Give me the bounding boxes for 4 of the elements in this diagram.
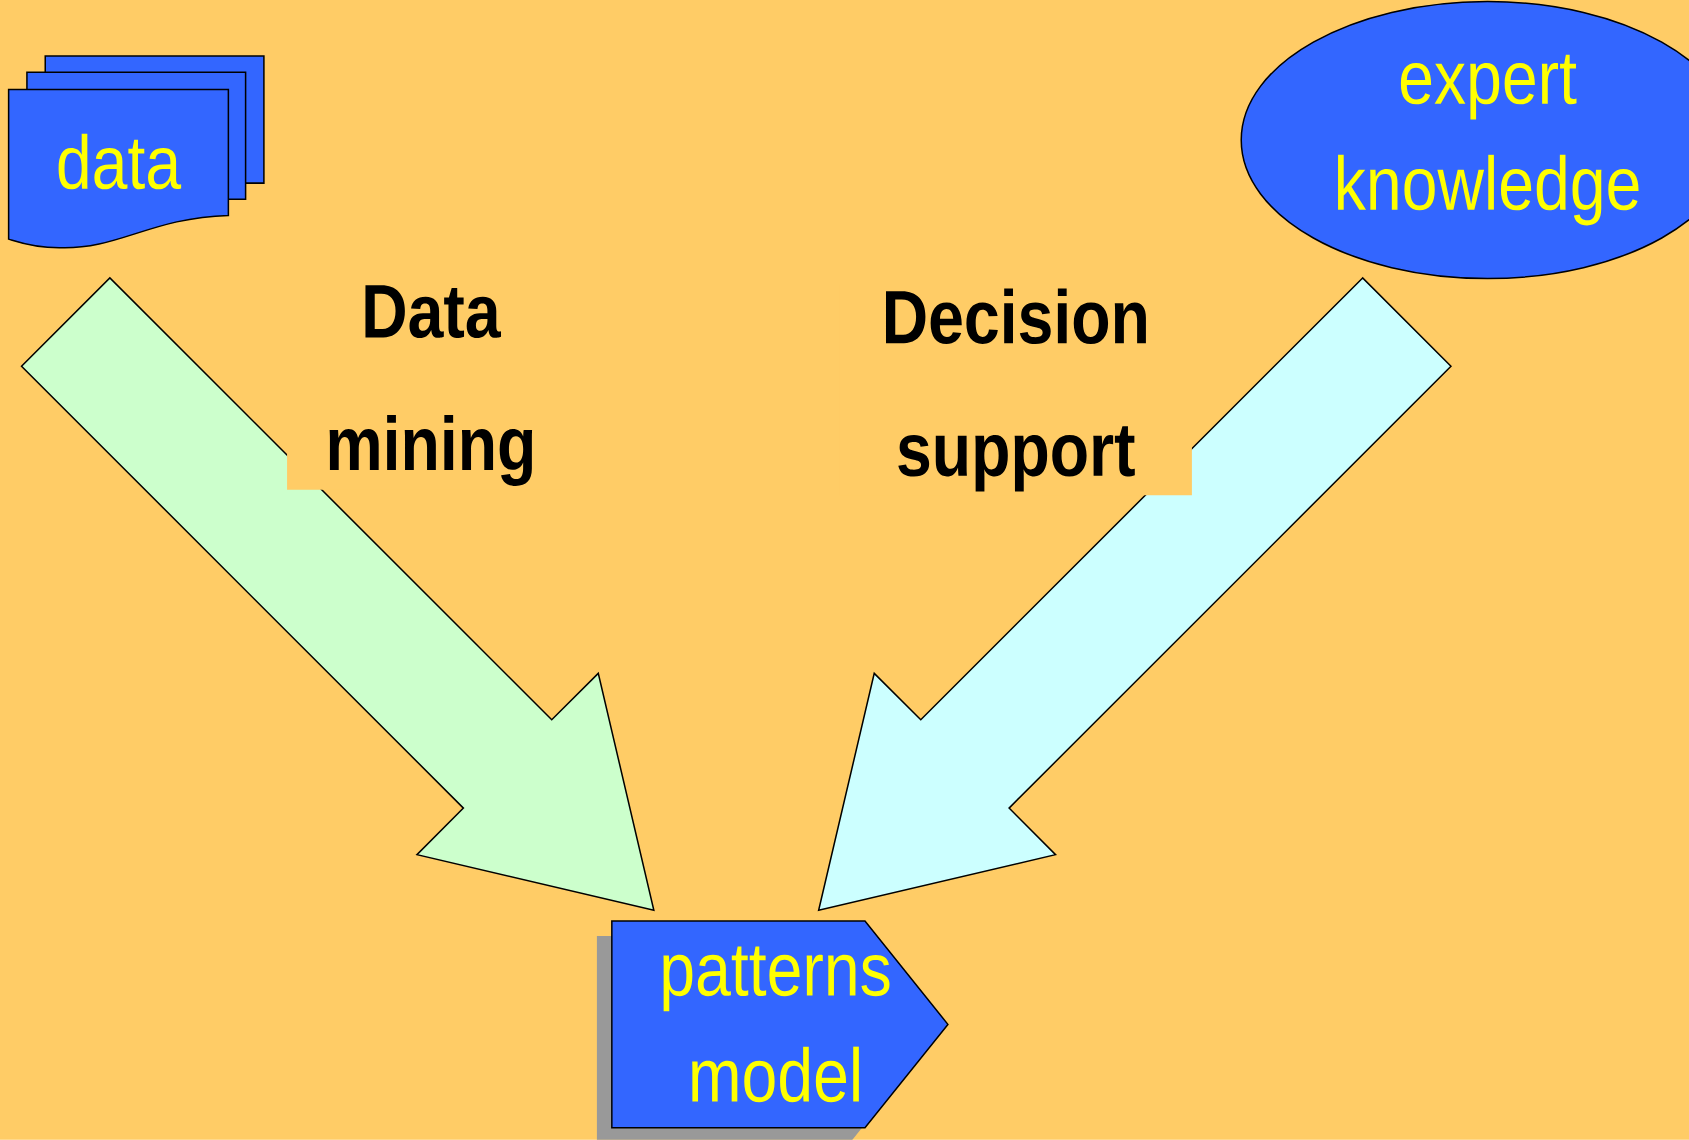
edge-label: Data mining [287, 281, 575, 490]
edge-label: Decision support [839, 284, 1192, 496]
block-arrow [20, 277, 655, 912]
document-stack: data [7, 55, 265, 249]
